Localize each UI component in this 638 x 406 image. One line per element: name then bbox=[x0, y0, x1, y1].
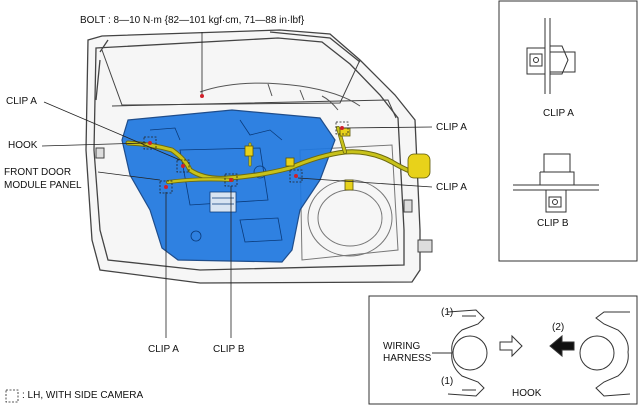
connectors bbox=[244, 127, 431, 191]
clip-b-detail-label: CLIP B bbox=[537, 218, 569, 229]
leader-lines bbox=[41, 32, 433, 338]
front-door-module-panel-label-line2: MODULE PANEL bbox=[4, 180, 82, 191]
clip-a-right-mid-label: CLIP A bbox=[436, 182, 467, 193]
callout-1-top: (1) bbox=[441, 307, 454, 318]
bolt-label: BOLT : 8—10 N·m {82—101 kgf·cm, 71—88 in… bbox=[80, 15, 305, 26]
front-door-module-panel-label-line1: FRONT DOOR bbox=[4, 167, 72, 178]
harness-label: HARNESS bbox=[383, 353, 432, 364]
window-trim bbox=[199, 82, 361, 111]
clip-a-right-top-label: CLIP A bbox=[436, 122, 467, 133]
legend-label: : LH, WITH SIDE CAMERA bbox=[22, 390, 144, 401]
hook-detail-drawings bbox=[368, 295, 638, 405]
clip-markers bbox=[148, 126, 344, 189]
clip-detail-drawings bbox=[498, 0, 638, 262]
callout-1-bottom: (1) bbox=[441, 376, 454, 387]
door-hinges bbox=[95, 147, 433, 253]
clip-a-bottom-label: CLIP A bbox=[148, 344, 179, 355]
wiring-harness bbox=[125, 126, 415, 184]
hook-detail-title: HOOK bbox=[512, 388, 542, 399]
legend-dashed-square bbox=[5, 389, 19, 403]
callout-2: (2) bbox=[552, 322, 565, 333]
clip-b-bottom-label: CLIP B bbox=[213, 344, 245, 355]
clip-a-detail-label: CLIP A bbox=[543, 108, 574, 119]
wiring-label: WIRING bbox=[383, 341, 421, 352]
bolt-marker bbox=[200, 94, 204, 98]
hook-label: HOOK bbox=[8, 140, 38, 151]
clip-a-left-label: CLIP A bbox=[6, 96, 37, 107]
panel-details bbox=[149, 119, 283, 243]
